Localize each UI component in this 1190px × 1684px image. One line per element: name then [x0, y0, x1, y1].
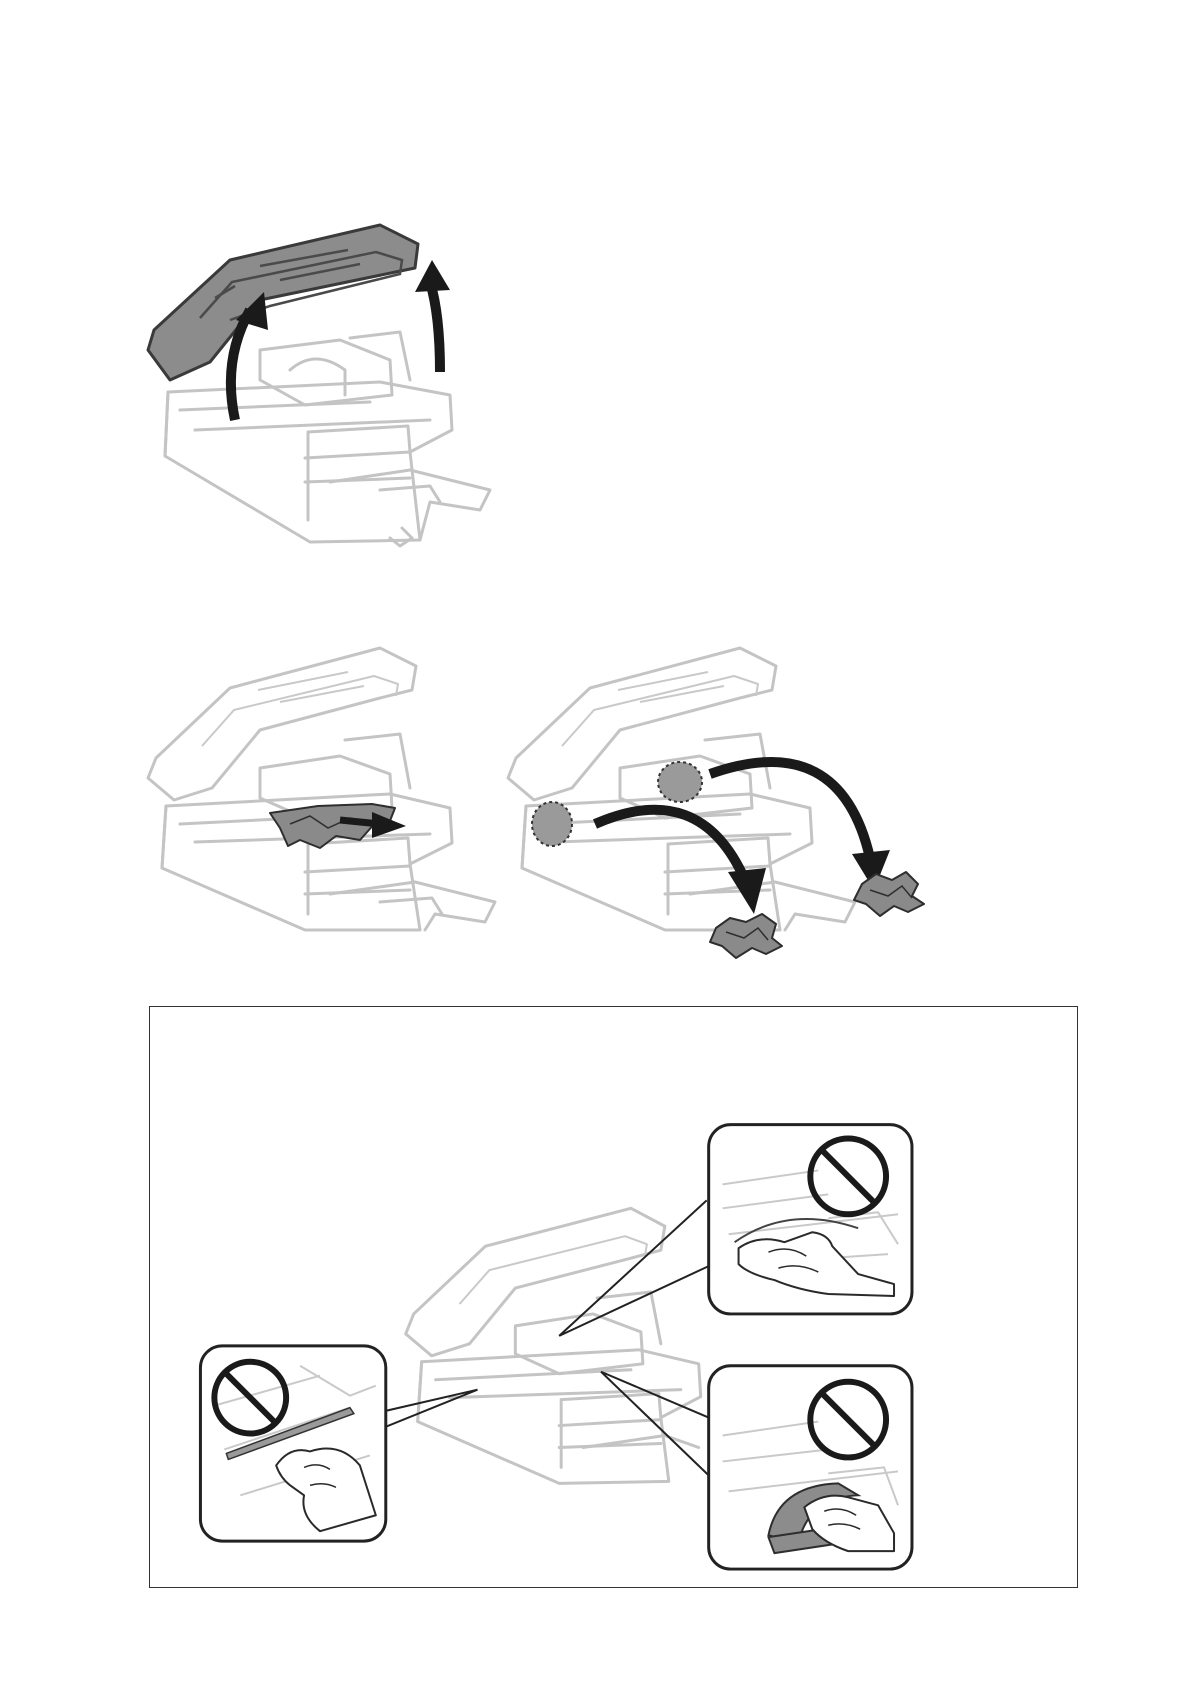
inset-ink-tubes [709, 1366, 912, 1569]
printer-icon [500, 628, 940, 968]
printer-icon [406, 1208, 701, 1483]
crumpled-paper-icon [854, 872, 924, 916]
inset-translucent-film [200, 1346, 385, 1541]
figure-remove-torn-pieces [500, 628, 940, 968]
jam-location-icon [532, 802, 572, 846]
printer-icon [140, 628, 510, 938]
printer-icon [140, 220, 500, 550]
figure-open-scanner-unit [140, 220, 500, 550]
caution-illustration [150, 1007, 1077, 1587]
figure-remove-jammed-paper [140, 628, 510, 938]
jam-location-icon [658, 762, 702, 802]
inset-print-head-cable [709, 1125, 912, 1314]
caution-box [149, 1006, 1078, 1588]
